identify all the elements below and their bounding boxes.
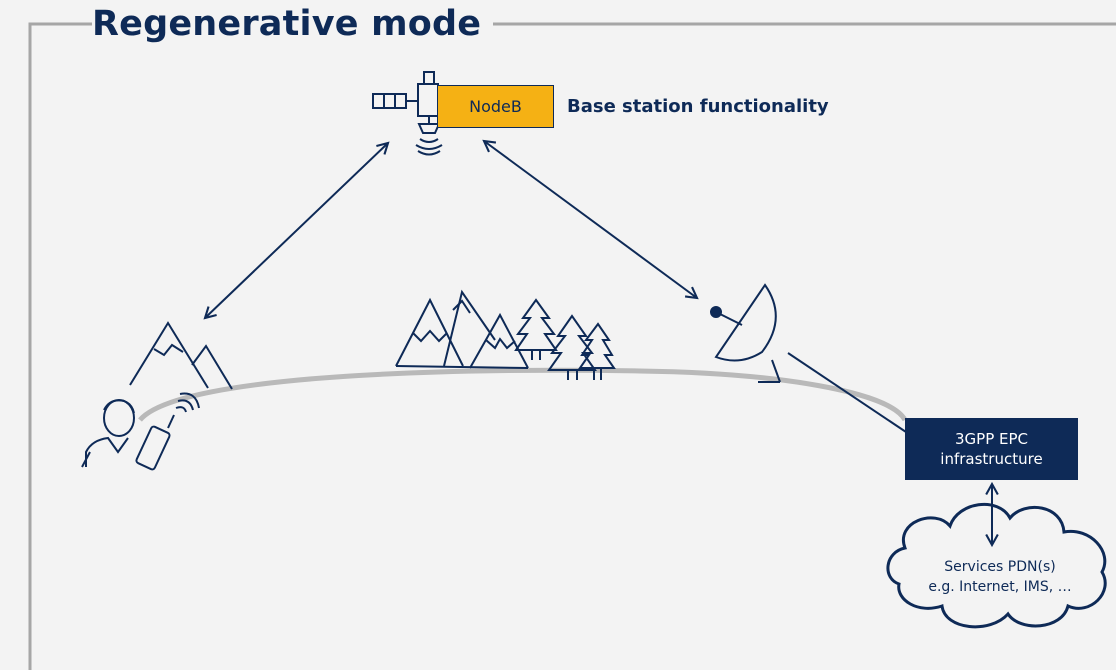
page-title: Regenerative mode: [92, 4, 494, 44]
satellite-icon: [372, 71, 443, 156]
frame-border: [28, 22, 1116, 670]
epc-infrastructure-box: 3GPP EPC infrastructure: [905, 418, 1078, 480]
mountains-icon: [395, 289, 529, 369]
cloud-icon: [886, 502, 1107, 629]
nodeb-box: NodeB: [437, 85, 554, 128]
services-cloud-label: Services PDN(s) e.g. Internet, IMS, …: [880, 557, 1116, 597]
services-line2: e.g. Internet, IMS, …: [928, 579, 1072, 595]
satellite-dish-icon: [710, 283, 781, 383]
services-line1: Services PDN(s): [944, 559, 1056, 575]
user-with-phone-icon: [81, 392, 200, 471]
mountains-icon: [129, 321, 233, 390]
base-station-functionality-label: Base station functionality: [567, 96, 829, 117]
trees-icon: [514, 298, 616, 380]
epc-line1: 3GPP EPC: [954, 430, 1029, 448]
user-satellite-link: [203, 141, 390, 320]
epc-line2: infrastructure: [940, 450, 1043, 468]
dish-epc-link: [787, 352, 907, 433]
nodeb-label: NodeB: [469, 97, 522, 116]
satellite-gateway-link: [482, 139, 699, 300]
earth-arc: [138, 367, 908, 422]
